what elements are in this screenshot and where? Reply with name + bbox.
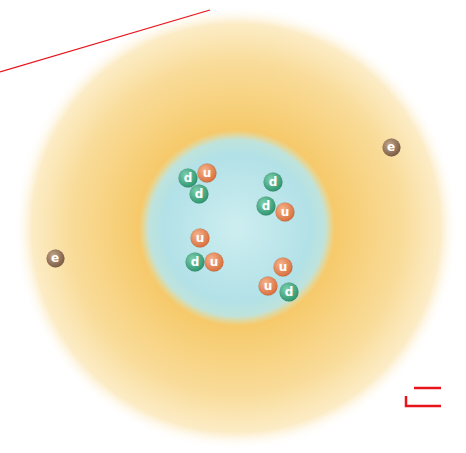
particle-letter: d (184, 172, 193, 184)
up-quark: u (190, 228, 210, 248)
down-quark-circle (179, 169, 198, 188)
electron: e (46, 249, 65, 268)
particle-letter: u (210, 256, 219, 268)
particle-letter: u (281, 206, 290, 218)
down-quark-circle (257, 197, 276, 216)
particle-letter: d (191, 256, 200, 268)
down-quark: d (185, 252, 205, 272)
down-quark: d (256, 196, 276, 216)
electron-cloud (14, 6, 458, 450)
particle-letter: d (195, 188, 204, 200)
down-quark-circle (280, 283, 299, 302)
particle-letter: u (264, 280, 273, 292)
up-quark: u (197, 163, 217, 183)
particle-letter: d (262, 200, 271, 212)
up-quark-circle (191, 229, 210, 248)
up-quark-circle (276, 203, 295, 222)
down-quark: d (189, 184, 209, 204)
down-quark: d (279, 282, 299, 302)
nucleus (139, 130, 335, 326)
leader-line (0, 10, 210, 72)
particle-letter: u (203, 167, 212, 179)
electron-circle (382, 138, 400, 156)
down-quark-circle (264, 173, 283, 192)
particle-letter: e (51, 252, 59, 264)
up-quark-circle (274, 258, 293, 277)
down-quark-circle (186, 253, 205, 272)
down-quark: d (263, 172, 283, 192)
up-quark: u (273, 257, 293, 277)
particle-letter: e (387, 141, 395, 153)
up-quark: u (258, 276, 278, 296)
electron: e (382, 138, 401, 157)
particle-letter: u (196, 232, 205, 244)
particle-letter: d (285, 286, 294, 298)
particle-letter: d (269, 176, 278, 188)
up-quark: u (275, 202, 295, 222)
electron-circle (46, 249, 64, 267)
up-quark-circle (198, 164, 217, 183)
bracket-mark (406, 396, 441, 406)
up-quark-circle (259, 277, 278, 296)
up-quark-circle (205, 253, 224, 272)
particle-letter: u (279, 261, 288, 273)
bracket-mark (414, 387, 441, 390)
down-quark: d (178, 168, 198, 188)
down-quark-circle (190, 185, 209, 204)
up-quark: u (204, 252, 224, 272)
